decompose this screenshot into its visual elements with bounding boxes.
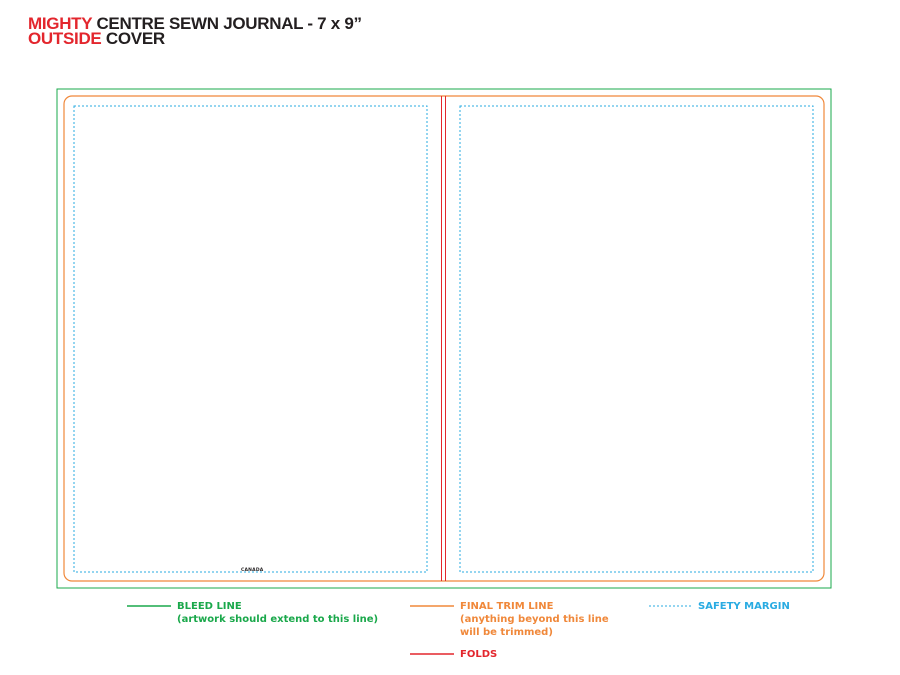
legend-trim: FINAL TRIM LINE (anything beyond this li… [460, 600, 609, 639]
legend-trim-label: FINAL TRIM LINE [460, 601, 554, 612]
legend-trim-note-1: (anything beyond this line [460, 614, 609, 625]
legend-trim-note-2: will be trimmed) [460, 627, 553, 638]
legend-safety: SAFETY MARGIN [698, 600, 790, 613]
brand-word-mighty: MIGHTY [28, 14, 93, 33]
legend-bleed-label: BLEED LINE [177, 601, 242, 612]
safety-margin-back-cover [73, 105, 428, 573]
product-name: CENTRE SEWN JOURNAL - 7 x 9” [96, 14, 362, 33]
legend-bleed: BLEED LINE (artwork should extend to thi… [177, 600, 378, 626]
legend-folds: FOLDS [460, 648, 497, 661]
safety-margin-front-cover [459, 105, 814, 573]
legend-bleed-note: (artwork should extend to this line) [177, 614, 379, 625]
brand-word-outside: OUTSIDE [28, 29, 102, 48]
back-cover-canada-mark: CANADA [241, 568, 264, 573]
product-part: COVER [105, 29, 165, 48]
title-line-1: MIGHTY CENTRE SEWN JOURNAL - 7 x 9” [28, 14, 362, 33]
legend-folds-label: FOLDS [460, 649, 498, 660]
template-title: MIGHTY CENTRE SEWN JOURNAL - 7 x 9” OUTS… [28, 14, 362, 48]
legend-safety-label: SAFETY MARGIN [698, 601, 790, 612]
bleed-line [56, 88, 832, 589]
final-trim-line [63, 95, 825, 582]
title-line-2: OUTSIDE COVER [28, 29, 362, 48]
